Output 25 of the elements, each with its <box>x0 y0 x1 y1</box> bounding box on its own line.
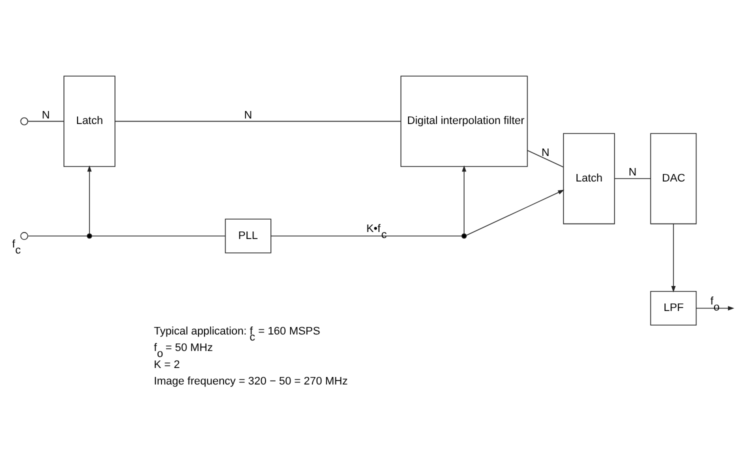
node-circle <box>20 117 28 126</box>
label: Image frequency = 320 − 50 = 270 MHz <box>154 376 348 388</box>
node-box: Digital interpolation filter <box>400 76 528 167</box>
connector <box>614 178 652 180</box>
node-box: LPF <box>650 290 697 326</box>
node-box: PLL <box>224 218 272 254</box>
arrow <box>671 224 676 292</box>
node-box: DAC <box>650 133 697 224</box>
node-box: Latch <box>563 133 615 224</box>
edge-label: N <box>42 109 50 122</box>
label: K = 2 <box>154 359 180 372</box>
arrow <box>696 306 734 310</box>
node-dot <box>461 233 467 239</box>
node-box: Latch <box>64 76 116 167</box>
edge-label: N <box>244 109 252 122</box>
arrow <box>87 165 92 234</box>
connector <box>114 120 402 122</box>
connector <box>527 150 564 168</box>
edge-label: N <box>541 147 550 160</box>
connector <box>28 120 64 122</box>
node-dot <box>86 233 92 239</box>
arrow <box>462 165 466 234</box>
edge-label: N <box>628 166 637 179</box>
arrow <box>466 190 564 236</box>
node-circle <box>20 232 28 240</box>
